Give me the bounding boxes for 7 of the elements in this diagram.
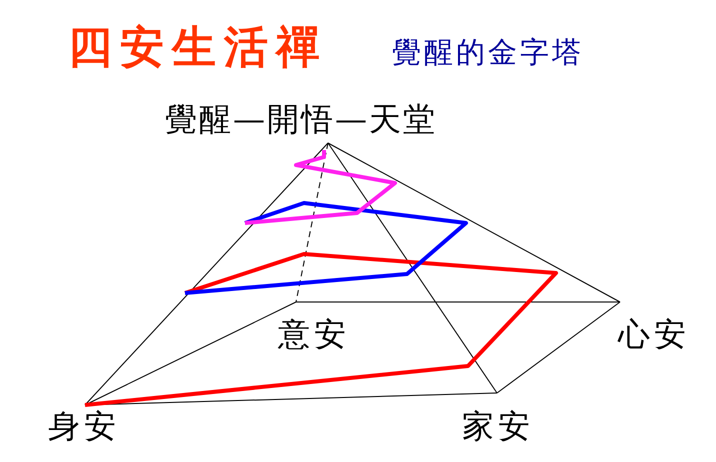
corner-label: 心安 [618, 318, 690, 350]
apex-label: 覺醒—開悟—天堂 [165, 103, 437, 135]
subtitle: 覺醒的金字塔 [392, 38, 584, 67]
corner-label: 意安 [278, 318, 350, 350]
corner-label: 家安 [462, 410, 534, 442]
corner-label: 身安 [48, 410, 120, 442]
title: 四安生活禪 [68, 26, 328, 70]
